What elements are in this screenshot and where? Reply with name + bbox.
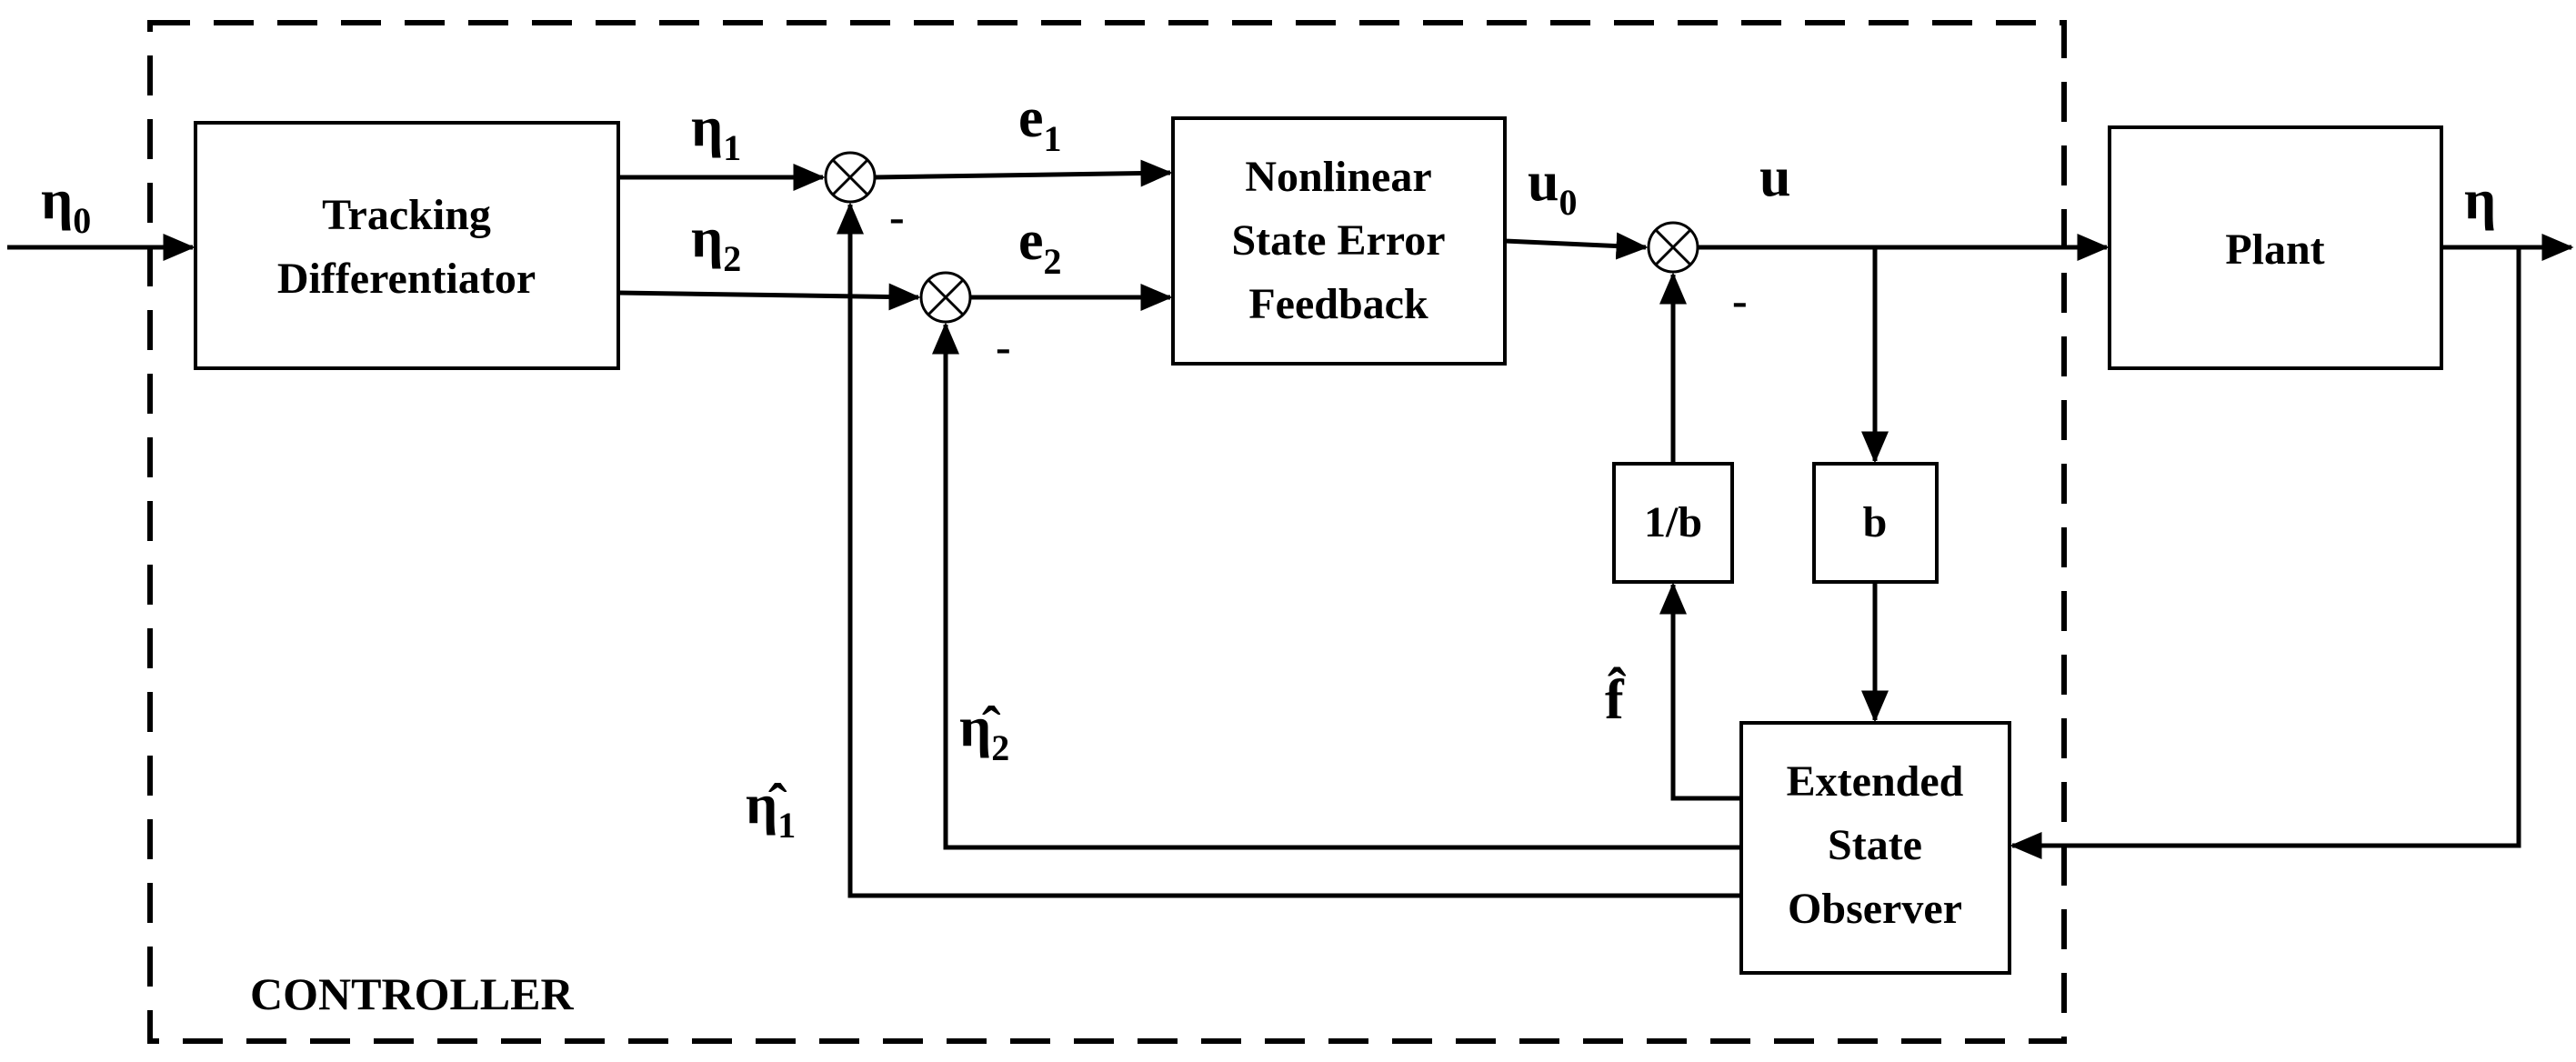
eta0-label: η0 <box>41 169 91 241</box>
u0-label: u0 <box>1528 151 1577 223</box>
eta2-arrow <box>617 283 921 311</box>
eta-hat2-label: η̂2 <box>959 696 1009 768</box>
e2-label: e2 <box>1018 210 1062 282</box>
svg-text:Differentiator: Differentiator <box>277 255 536 303</box>
svg-text:1/b: 1/b <box>1644 498 1702 546</box>
u-label: u <box>1759 146 1790 208</box>
svg-text:Extended: Extended <box>1787 757 1964 806</box>
summing-junction-1 <box>824 151 877 204</box>
e1-arrow <box>874 159 1173 187</box>
svg-text:Observer: Observer <box>1788 885 1962 933</box>
eta-hat1-label: η̂1 <box>746 774 796 846</box>
b-block: b <box>1812 462 1939 584</box>
sum1-minus-sign: - <box>889 191 905 242</box>
extended-state-observer-block: Extended State Observer <box>1739 721 2011 975</box>
svg-text:State Error: State Error <box>1231 216 1445 265</box>
nonlinear-state-error-feedback-block: Nonlinear State Error Feedback <box>1171 116 1507 366</box>
svg-text:Plant: Plant <box>2225 225 2324 274</box>
inverse-b-block: 1/b <box>1612 462 1734 584</box>
sum3-minus-sign: - <box>1732 275 1748 326</box>
e1-label: e1 <box>1018 87 1062 159</box>
svg-text:State: State <box>1828 821 1922 869</box>
f-hat-feedback-arrow <box>1659 582 1741 801</box>
eta-hat2-feedback-arrow <box>932 322 1741 850</box>
eta-to-eso-feedback-arrow <box>2010 247 2521 859</box>
summing-junction-3 <box>1647 221 1699 274</box>
svg-text:Tracking: Tracking <box>322 191 491 239</box>
eta-output-label: η <box>2464 169 2496 231</box>
f-hat-label: f̂ <box>1605 666 1626 731</box>
eta2-label: η2 <box>691 207 741 279</box>
svg-text:b: b <box>1863 498 1888 546</box>
svg-text:Feedback: Feedback <box>1248 280 1428 328</box>
u0-arrow <box>1504 232 1649 260</box>
tracking-differentiator-block: Tracking Differentiator <box>194 121 620 370</box>
eta1-label: η1 <box>691 96 741 168</box>
sum2-minus-sign: - <box>996 321 1011 372</box>
svg-text:Nonlinear: Nonlinear <box>1245 153 1431 201</box>
controller-boundary <box>147 20 2067 1044</box>
plant-block: Plant <box>2108 125 2443 370</box>
controller-label: CONTROLLER <box>250 968 575 1019</box>
eta-hat1-feedback-arrow <box>837 202 1741 898</box>
summing-junction-2 <box>919 271 972 324</box>
